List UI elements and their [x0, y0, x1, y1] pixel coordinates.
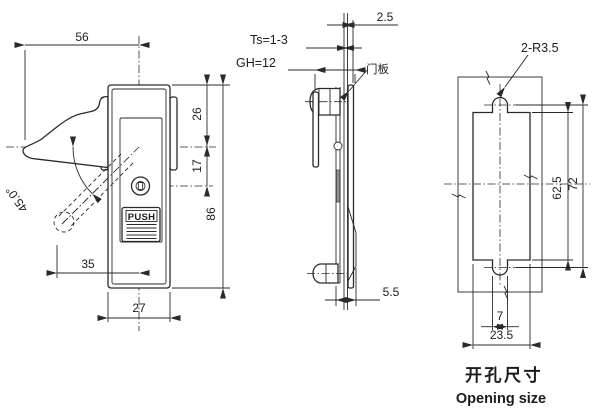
dim-angle-label: 45.0°: [3, 184, 31, 215]
dim-7-label: 7: [497, 309, 504, 323]
dim-23-5-label: 23.5: [490, 328, 514, 342]
dim-5-5: 5.5: [325, 268, 400, 306]
latch-tongue-side: [312, 91, 320, 168]
dim-27: 27: [97, 292, 181, 322]
dim-ts: Ts=1-3: [250, 33, 362, 51]
dim-72-label: 72: [566, 177, 580, 191]
dim-gh: GH=12: [236, 56, 366, 89]
dim-62-5-label: 62.5: [550, 176, 564, 200]
dim-35-label: 35: [81, 257, 95, 271]
push-button-label: PUSH: [128, 212, 156, 223]
door-panel-leader: 门板: [339, 62, 389, 101]
plate-hole: [333, 141, 343, 151]
radius-leader: 2-R3.5: [496, 41, 559, 98]
door-panel-label: 门板: [366, 62, 389, 76]
dim-2-5-label: 2.5: [377, 10, 394, 24]
opening-view: 2-R3.5 62.5 72 7 23.5 开孔尺寸: [444, 41, 590, 407]
dim-56: 56: [14, 30, 150, 140]
latch-arm: [22, 95, 109, 169]
dim-ts-label: Ts=1-3: [250, 33, 288, 47]
keyhole: [130, 176, 151, 196]
panel-outline: [457, 76, 543, 293]
dim-vertical-column: 62.5 72: [516, 94, 588, 278]
dim-17-label: 17: [190, 159, 204, 173]
opening-title-en: Opening size: [456, 391, 546, 407]
swing-arc: [70, 136, 102, 204]
bezel-side: [347, 84, 355, 289]
dim-86-label: 86: [204, 207, 218, 221]
dim-27-label: 27: [132, 301, 146, 315]
dim-5-5-label: 5.5: [383, 285, 400, 299]
opening-title-zh: 开孔尺寸: [465, 365, 543, 385]
front-view: 45.0° PUSH 56: [3, 30, 230, 331]
break-marks: [451, 70, 538, 300]
push-button-ribs: [126, 224, 157, 239]
dim-right-column: 26 17 86: [172, 74, 230, 299]
side-view: 2.5 Ts=1-3 GH=12 门板: [236, 10, 400, 310]
dim-23-5: 23.5: [462, 264, 541, 349]
dim-35: 35: [46, 245, 150, 278]
spring-bar: [335, 169, 341, 203]
dim-gh-label: GH=12: [236, 56, 276, 70]
dim-56-label: 56: [75, 30, 89, 44]
lower-screw: [307, 263, 348, 284]
dim-radius-label: 2-R3.5: [521, 41, 559, 55]
rear-cam: [347, 204, 357, 283]
dim-26-label: 26: [190, 107, 204, 121]
right-ear: [169, 96, 178, 171]
cylinder-nut: [305, 87, 346, 116]
cutout-shape: [472, 96, 531, 276]
push-button: PUSH: [121, 206, 161, 243]
dim-7: 7: [481, 276, 519, 330]
door-panel-lines: [343, 13, 348, 310]
dim-2-5: 2.5: [327, 10, 398, 83]
